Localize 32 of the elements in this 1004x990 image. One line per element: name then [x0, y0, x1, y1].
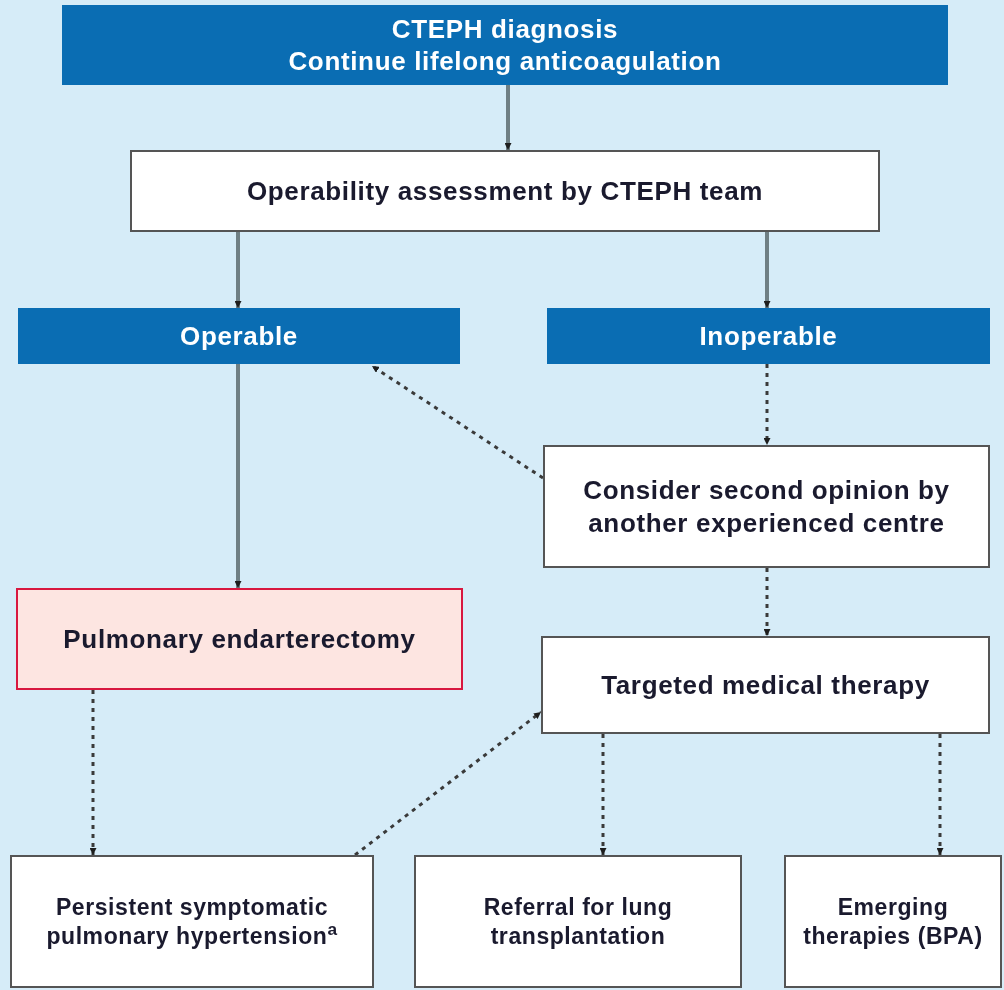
arrow [89, 690, 97, 855]
box-text: Operability assessment by CTEPH team [246, 174, 764, 208]
arrow [504, 85, 512, 150]
arrow [354, 710, 542, 857]
arrow [763, 568, 771, 636]
box-text: Consider second opinion by another experienced centre [582, 474, 951, 539]
arrow [371, 364, 544, 480]
box-text: Persistent symptomatic pulmonary hypertension$^{a}$ [45, 892, 339, 951]
arrow [763, 232, 771, 308]
box-text: Referral for lung transplantation [482, 892, 674, 951]
process-box [130, 150, 880, 232]
box-text: Operable [180, 319, 298, 353]
box-text: Inoperable [699, 319, 838, 353]
box-text: CTEPH diagnosis [391, 12, 619, 45]
process-box [10, 855, 374, 988]
status-box [62, 5, 948, 85]
status-box [547, 308, 990, 364]
arrow [763, 364, 771, 445]
box-text: Pulmonary endarterectomy [63, 622, 416, 656]
arrow [234, 364, 242, 588]
process-box [414, 855, 742, 988]
arrow [936, 734, 944, 855]
process-box [541, 636, 990, 734]
procedure-box [16, 588, 463, 690]
box-text: Continue lifelong anticoagulation [288, 45, 722, 78]
status-box [18, 308, 460, 364]
process-box [543, 445, 990, 568]
box-text: Emerging therapies (BPA) [802, 892, 984, 951]
arrow [234, 232, 242, 308]
arrow [599, 734, 607, 855]
box-text: Targeted medical therapy [601, 668, 930, 702]
process-box [784, 855, 1002, 988]
